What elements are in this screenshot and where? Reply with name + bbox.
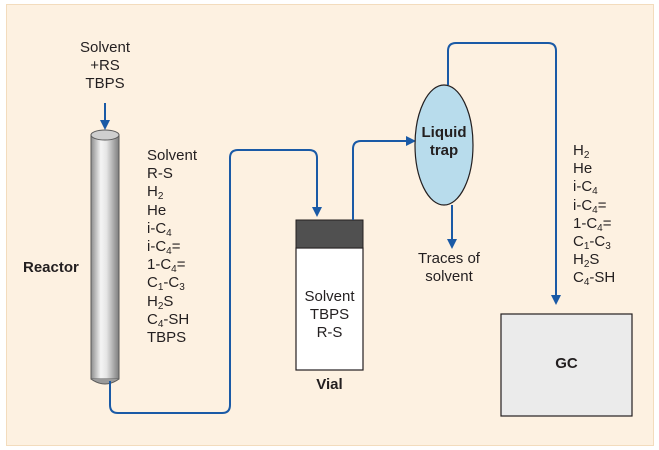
- reactor-column: [90, 129, 120, 385]
- formula-line: 1-C4=: [573, 214, 612, 234]
- formula-line: 1-C4=: [147, 256, 186, 276]
- reactor-to-vial-line: [109, 149, 322, 414]
- trap-to-gc-line: [447, 42, 561, 305]
- reactor-label: Reactor: [23, 259, 79, 276]
- liquid-trap-label: Liquid trap: [421, 124, 467, 160]
- vial-contents: Solvent TBPS R-S: [304, 288, 355, 342]
- liquid-trap: [414, 84, 474, 206]
- formula-line: R-S: [147, 165, 173, 183]
- process-diagram: [90, 42, 633, 417]
- formula-line: Solvent: [147, 147, 198, 164]
- vial-label: Vial: [316, 376, 343, 393]
- vial: [295, 219, 364, 371]
- formula-line: H2: [147, 183, 164, 203]
- traces-label: Traces of solvent: [418, 250, 480, 286]
- formula-line: H2S: [573, 251, 600, 271]
- formula-line: TBPS: [147, 329, 187, 347]
- formula-line: He: [573, 160, 593, 178]
- formula-line: C1-C3: [147, 274, 185, 294]
- formula-line: i-C4: [147, 219, 172, 239]
- formula-line: i-C4=: [147, 238, 181, 258]
- formula-line: C1-C3: [573, 233, 611, 253]
- gc-label: GC: [555, 355, 578, 372]
- formula-line: C4-SH: [147, 310, 190, 330]
- formula-line: C4-SH: [573, 269, 616, 289]
- formula-line: He: [147, 201, 167, 219]
- feed-label: Solvent +RS TBPS: [79, 39, 131, 93]
- vial-to-trap-line: [352, 136, 416, 220]
- formula-line: i-C4: [573, 178, 598, 198]
- formula-line: H2: [573, 142, 590, 161]
- formula-line: i-C4=: [573, 196, 607, 216]
- gc-box: [500, 313, 633, 417]
- formula-line: H2S: [147, 292, 174, 312]
